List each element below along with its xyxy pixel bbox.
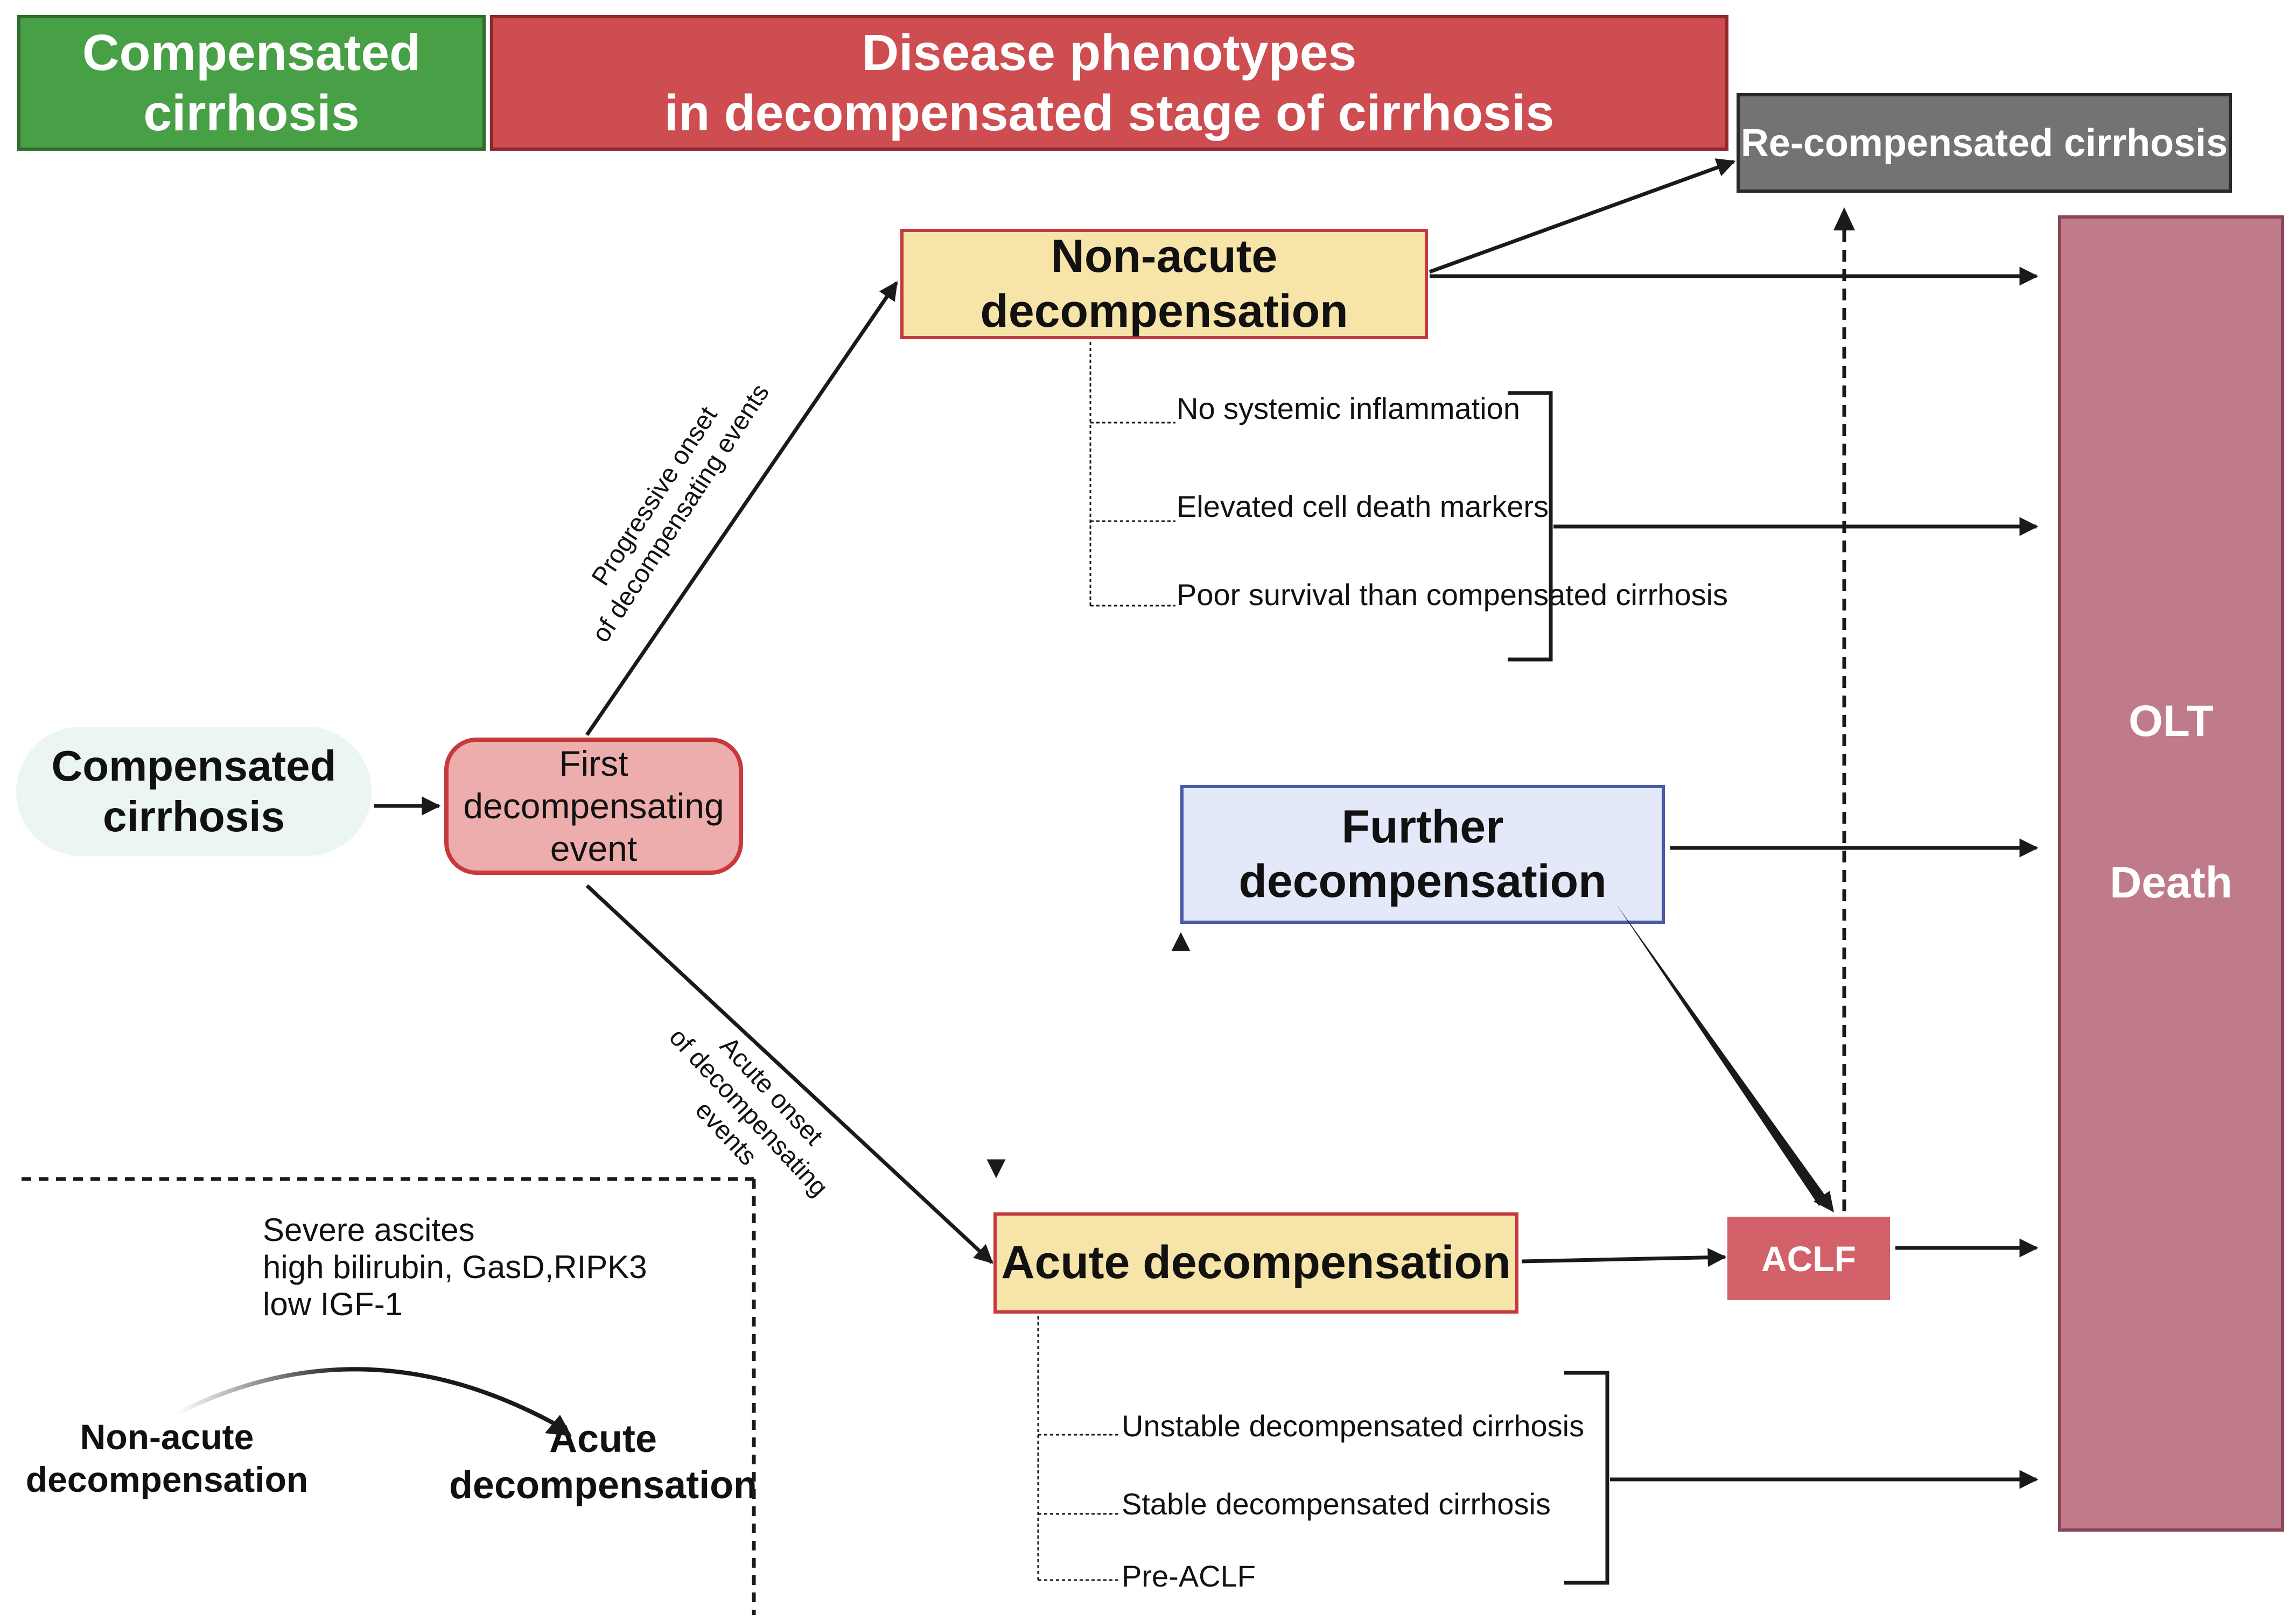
- non-acute-feature-2: Elevated cell death markers: [1177, 489, 1549, 523]
- arrow-first-to-nonacute: [585, 281, 898, 736]
- header-compensated: Compensated cirrhosis: [17, 15, 486, 151]
- acute-feature-3: Pre-ACLF: [1122, 1559, 1256, 1593]
- non-acute-feature-1: No systemic inflammation: [1177, 391, 1520, 425]
- header-recompensated: Re-compensated cirrhosis: [1737, 93, 2232, 193]
- inset-notes: Severe ascites high bilirubin, GasD,RIPK…: [263, 1212, 647, 1322]
- arrow-further-to-aclf: [1616, 904, 1828, 1206]
- header-disease-phenotypes: Disease phenotypes in decompensated stag…: [490, 15, 1728, 151]
- first-decompensating-event-node: First decompensating event: [444, 738, 743, 875]
- compensated-cirrhosis-node: Compensated cirrhosis: [16, 727, 372, 856]
- arrow-acute-to-aclf: [1521, 1248, 1727, 1267]
- outcome-column: [2058, 215, 2284, 1532]
- acute-bracket: [1564, 1371, 1609, 1585]
- acute-decompensation-node: Acute decompensation: [993, 1212, 1518, 1314]
- arrow-nonacute-to-recomp: [1429, 158, 1736, 274]
- acute-feature-2: Stable decompensated cirrhosis: [1122, 1487, 1551, 1521]
- aclf-node: ACLF: [1727, 1217, 1890, 1300]
- non-acute-feature-3: Poor survival than compensated cirrhosis: [1177, 578, 1728, 612]
- inset-curved-arrow: [177, 1367, 561, 1429]
- further-decompensation-node: Further decompensation: [1180, 785, 1665, 924]
- outcome-death-label: Death: [2110, 858, 2232, 907]
- non-acute-decompensation-node: Non-acute decompensation: [900, 229, 1428, 339]
- nonacute-bracket: [1508, 391, 1553, 662]
- inset-to-label: Acute decompensation: [449, 1418, 758, 1507]
- outcome-olt-label: OLT: [2129, 697, 2214, 746]
- inset-from-label: Non-acute decompensation: [25, 1417, 309, 1500]
- arrow-first-to-acute: [585, 884, 993, 1264]
- acute-feature-1: Unstable decompensated cirrhosis: [1122, 1409, 1585, 1443]
